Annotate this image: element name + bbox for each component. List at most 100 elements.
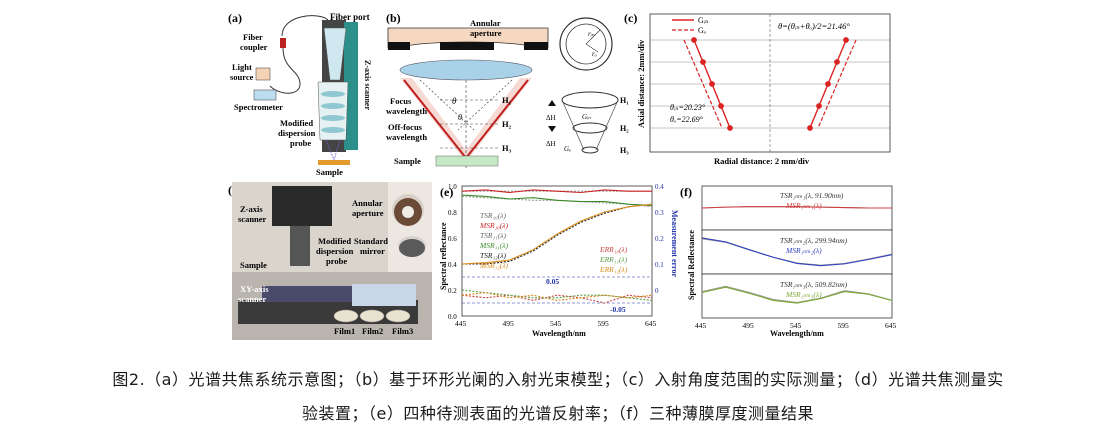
chart-f-lines xyxy=(701,206,893,304)
h2-label: H₂ xyxy=(502,119,512,129)
legend-err11: ERR₁₁(λ) xyxy=(599,255,628,264)
panel-c-ylabel: Axial distance: 2mm/div xyxy=(636,39,646,128)
panel-c-formula: θ=(θᵢₙ+θₒ)/2=21.46° xyxy=(778,21,850,31)
g-o-label: Gₒ xyxy=(564,145,571,153)
theta-i-symbol: θᵢ xyxy=(458,113,463,122)
chart-e-series-line xyxy=(461,203,653,265)
chart-f-xtick: 545 xyxy=(790,321,802,330)
chart-e-lines xyxy=(461,189,653,304)
chart-e-y2tick: 0.2 xyxy=(655,235,664,243)
panel-d: (d) Z-axis scanner Modified dispersion p… xyxy=(228,182,432,340)
chart-e-xtick: 645 xyxy=(645,319,657,328)
f3-legend-msr: MSR₁ₙₘ₃(λ) xyxy=(785,290,822,299)
spectrometer-label: Spectrometer xyxy=(234,102,283,112)
chart-e-annot-pos: 0.05 xyxy=(546,277,559,286)
focus-wavelength-label-1: Focus xyxy=(390,96,412,106)
probe-label-3: probe xyxy=(290,138,311,148)
probe-lower xyxy=(317,81,349,141)
chart-e-y2tick: 0 xyxy=(655,287,659,295)
photo-probe xyxy=(290,226,310,266)
legend-msr12: MSR₁₂(λ) xyxy=(479,261,509,270)
legend-tsr10: TSR₁₀(λ) xyxy=(480,211,506,220)
fiber-port-label: Fiber port xyxy=(330,12,370,22)
d-film2: Film2 xyxy=(362,326,383,336)
aperture-left xyxy=(388,42,410,50)
photo-xy-stage xyxy=(262,286,352,302)
chart-e-series-line xyxy=(461,294,653,304)
sample-label-b: Sample xyxy=(394,156,421,166)
chart-f-frame-2 xyxy=(701,229,893,275)
panel-c-legend-go: Gₒ xyxy=(698,26,707,35)
legend-msr11: MSR₁₁(λ) xyxy=(479,241,509,250)
chart-e-xlabel: Wavelength/nm xyxy=(532,329,586,338)
spectrometer-box xyxy=(253,89,277,101)
chart-f-xtick: 495 xyxy=(743,321,755,330)
chart-e-xtick: 595 xyxy=(598,319,610,328)
chart-e-xtick: 495 xyxy=(503,319,515,328)
chart-e-y2tick: 0.4 xyxy=(655,183,664,191)
sample-label-a: Sample xyxy=(316,167,343,177)
h3-label: H₃ xyxy=(502,143,512,153)
theta-symbol: θ xyxy=(452,96,457,106)
chart-f-series-line xyxy=(701,286,893,304)
z-scanner-label: Z-axis scanner xyxy=(363,60,372,110)
panel-b: (b) Annular aperture θ θᵢ H₁ H₂ H₃ Focus… xyxy=(386,11,549,168)
d-film1: Film1 xyxy=(334,326,355,336)
panel-a-label: (a) xyxy=(228,11,242,25)
fiber-coupler xyxy=(280,38,286,48)
annular-aperture-label-2: aperture xyxy=(470,28,502,38)
panel-c-gin-lines xyxy=(691,37,849,131)
chart-e-ytick: 0.2 xyxy=(448,287,457,295)
probe-label-2: dispersion xyxy=(278,128,316,138)
chart-e-legend-left: TSR₁₀(λ) MSR₁₀(λ) TSR₁₁(λ) MSR₁₁(λ) TSR₁… xyxy=(479,211,509,270)
panel-c-legend-gin: Gᵢₙ xyxy=(698,16,709,25)
panel-b-rings: rᵢₙ rₒ H₁ H₂ H₃ Gᵢₙ Gₒ ΔH ΔH xyxy=(546,17,629,155)
photo-right-bg xyxy=(388,182,432,272)
fiber-coupler-label-1: Fiber xyxy=(243,32,263,42)
light-source-label-2: source xyxy=(230,72,254,82)
chart-f-xtick: 595 xyxy=(838,321,850,330)
d-probe-3: probe xyxy=(326,256,347,266)
photo-z-scanner xyxy=(272,186,332,226)
panel-e-label: (e) xyxy=(440,185,453,199)
offfocus-wavelength-label-1: Off-focus xyxy=(388,122,423,132)
legend-err10: ERR₁₀(λ) xyxy=(599,245,628,254)
d-annular-2: aperture xyxy=(352,208,384,218)
d-standard-2: mirror xyxy=(360,246,385,256)
chart-f-series-line xyxy=(701,206,892,209)
chart-f-ylabel: Spectral Reflectance xyxy=(687,230,696,300)
panel-c-theta-in: θᵢₙ=20.23° xyxy=(670,103,706,112)
f3-legend-tsr: TSR₁ₙₘ₃(λ, 509.82nm) xyxy=(780,280,848,289)
focus-cone xyxy=(400,78,532,168)
chart-f-legends: TSR₁ₙₘ₁(λ, 91.90nm) MSR₁ₙₘ₁(λ) TSR₁ₙₘ₂(λ… xyxy=(780,191,848,299)
f2-legend-tsr: TSR₁ₙₘ₂(λ, 299.94nm) xyxy=(780,236,848,245)
fiber-loop xyxy=(269,47,301,94)
d-annular-1: Annular xyxy=(352,198,383,208)
panel-c-label: (c) xyxy=(624,11,637,25)
chart-e-ytick: 0.4 xyxy=(448,261,457,269)
chart-e-ytick: 0.0 xyxy=(448,313,457,321)
chart-e-y2tick: 0.3 xyxy=(655,209,664,217)
legend-msr10: MSR₁₀(λ) xyxy=(479,221,509,230)
annular-aperture-label-1: Annular xyxy=(470,18,501,28)
d-z-axis-2: scanner xyxy=(238,214,267,224)
fiber-coupler-label-2: coupler xyxy=(240,42,268,52)
chart-e-ytick: 0.8 xyxy=(448,209,457,217)
photo-films xyxy=(333,309,411,323)
probe-lenses xyxy=(321,91,345,133)
chart-f-xtick: 445 xyxy=(695,321,707,330)
legend-err12: ERR₁₂(λ) xyxy=(599,265,628,274)
objective-lens xyxy=(399,59,533,81)
rings-h3: H₃ xyxy=(620,146,629,155)
panel-c-go-lines xyxy=(683,39,857,129)
legend-tsr12: TSR₁₂(λ) xyxy=(480,251,506,260)
focus-wavelength-label-2: wavelength xyxy=(386,106,427,116)
delta-h-1: ΔH xyxy=(546,114,556,122)
figure-caption-line-1: 图2.（a）光谱共焦系统示意图；（b）基于环形光阑的入射光束模型；（c）入射角度… xyxy=(112,370,1004,389)
panel-f-label: (f) xyxy=(680,185,692,199)
probe-upper xyxy=(323,27,347,81)
